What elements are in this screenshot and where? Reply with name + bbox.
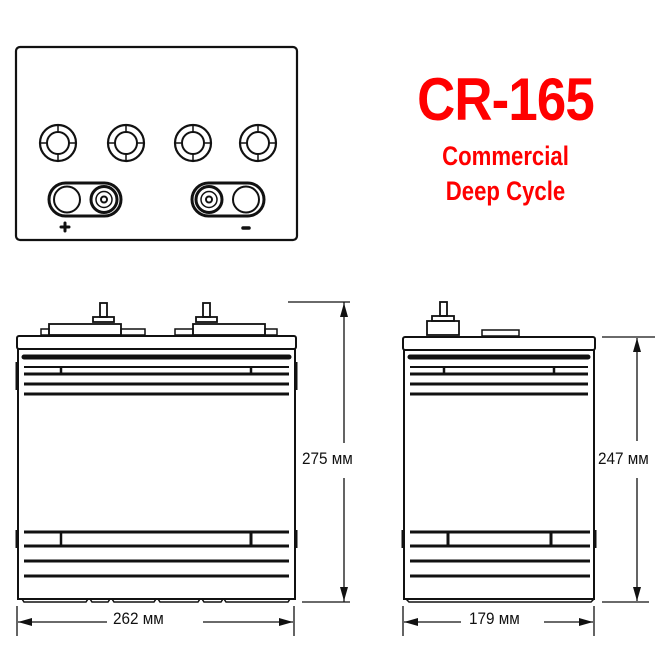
arrow-right-icon xyxy=(579,618,593,626)
positive-terminal-icon xyxy=(47,181,123,218)
front-height-label: 275 мм xyxy=(302,449,353,469)
arrow-down-icon xyxy=(633,587,641,601)
product-line-commercial: Commercial xyxy=(442,141,569,171)
arrow-up-icon xyxy=(633,338,641,352)
arrow-right-icon xyxy=(279,618,293,626)
arrow-left-icon xyxy=(18,618,32,626)
arrow-up-icon xyxy=(340,303,348,317)
product-line-deep-cycle: Deep Cycle xyxy=(445,176,566,206)
dimension-lines xyxy=(16,301,655,636)
side-view xyxy=(401,301,597,603)
model-title: CR-165 xyxy=(417,66,595,133)
arrow-down-icon xyxy=(340,587,348,601)
vent-cap-icon xyxy=(173,123,213,163)
front-view xyxy=(15,302,298,603)
negative-terminal-icon xyxy=(190,181,266,218)
side-height-label: 247 мм xyxy=(598,449,649,469)
vent-cap-icon xyxy=(238,123,278,163)
plus-sign-icon xyxy=(59,221,71,233)
vent-cap-icon xyxy=(106,123,146,163)
front-width-label: 262 мм xyxy=(113,609,164,629)
arrow-left-icon xyxy=(404,618,418,626)
side-width-label: 179 мм xyxy=(469,609,520,629)
vent-cap-icon xyxy=(38,123,78,163)
top-view xyxy=(14,45,299,242)
